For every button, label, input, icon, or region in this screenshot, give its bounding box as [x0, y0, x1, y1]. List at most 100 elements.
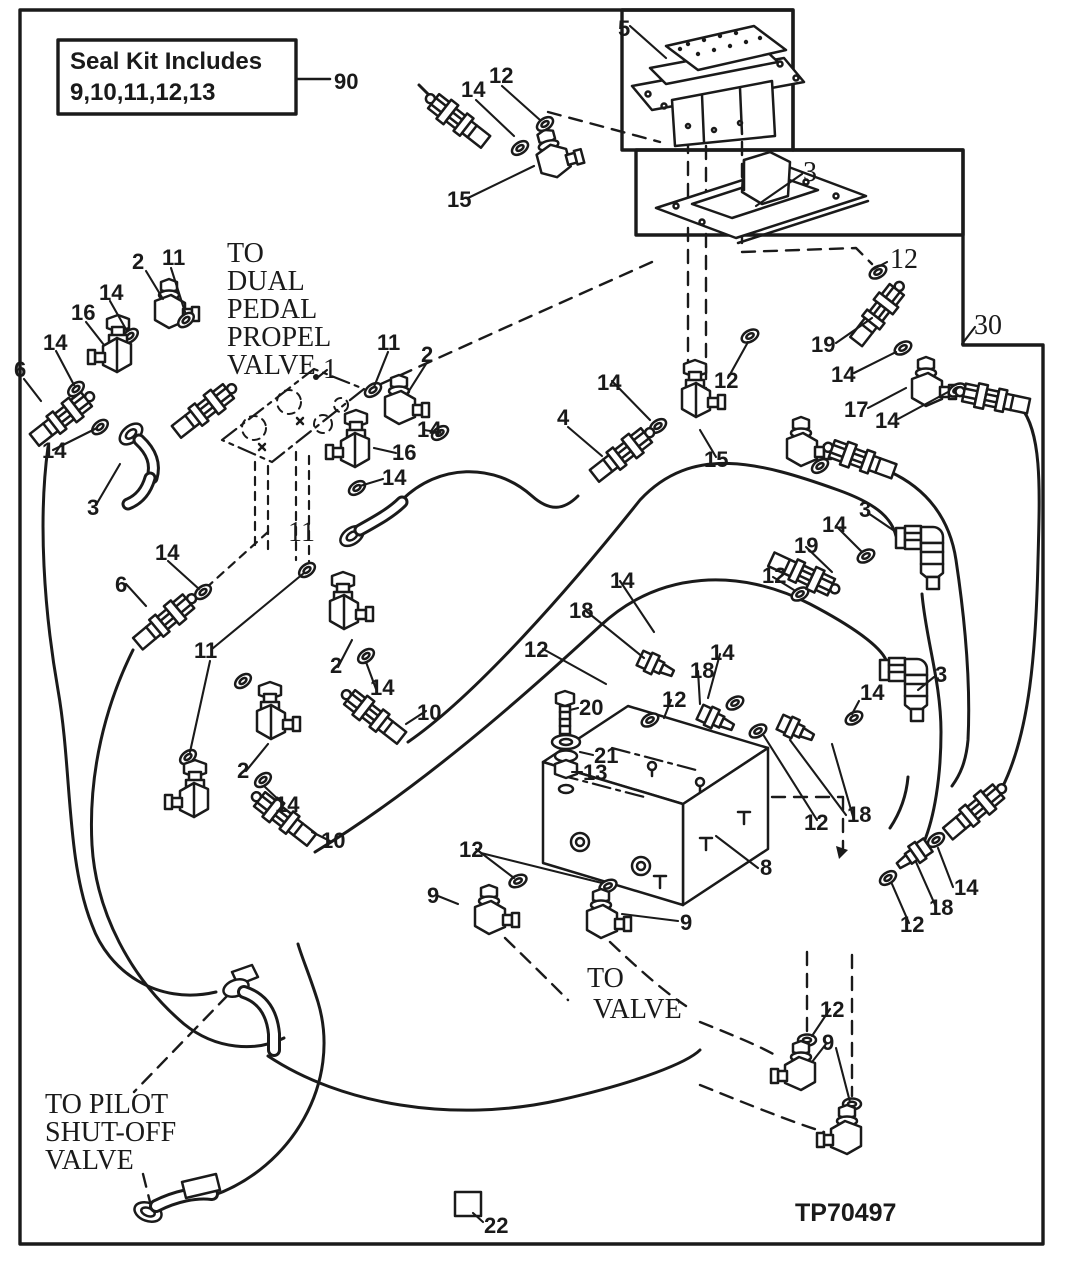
- callout-13: 13: [583, 760, 607, 785]
- pedal-grip-dots: [677, 30, 763, 57]
- callout-14: 14: [610, 568, 635, 593]
- tee-fitting-16: [324, 408, 371, 469]
- elbow-hose-S: [339, 495, 409, 548]
- callout-14: 14: [370, 675, 395, 700]
- callout-8: 8: [760, 855, 772, 880]
- callout-16: 16: [71, 300, 95, 325]
- callout-14: 14: [417, 417, 442, 442]
- callout-9: 9: [822, 1030, 834, 1055]
- callout-2: 2: [330, 653, 342, 678]
- leader-lines: [22, 24, 977, 1224]
- callout-14: 14: [860, 680, 885, 705]
- callout-12: 12: [524, 637, 548, 662]
- o-ring: [231, 669, 255, 693]
- propel-valve-plate-phantom: [220, 367, 366, 464]
- callout-19: 19: [811, 332, 835, 357]
- callout-5: 5: [618, 16, 630, 41]
- callout-6: 6: [115, 572, 127, 597]
- callout-20: 20: [579, 695, 603, 720]
- o-ring: [345, 477, 369, 499]
- callout-14: 14: [831, 362, 856, 387]
- callout-21: 21: [594, 743, 618, 768]
- seal-kit-callout: 90: [334, 69, 358, 94]
- callout-12: 12: [820, 997, 844, 1022]
- callout-11: 11: [377, 330, 400, 355]
- o-ring: [508, 137, 532, 159]
- callout-10: 10: [417, 700, 441, 725]
- fitting-hose-end: [818, 433, 900, 484]
- callout-14: 14: [382, 465, 407, 490]
- seal-kit-note: Seal Kit Includes 9,10,11,12,13 90: [56, 38, 358, 116]
- callout-14: 14: [875, 408, 900, 433]
- callout-11: 11: [288, 517, 315, 548]
- callout-3: 3: [87, 495, 99, 520]
- callout-14: 14: [43, 330, 68, 355]
- seal-kit-line1: Seal Kit Includes: [70, 48, 262, 75]
- to-pilot-line3: VALVE: [45, 1145, 134, 1176]
- callout-3: 3: [859, 497, 871, 522]
- callout-10: 10: [321, 828, 345, 853]
- o-ring: [738, 325, 762, 347]
- to-dual-pedal-line5: VALVE: [227, 350, 316, 381]
- callout-12: 12: [900, 912, 924, 937]
- tee-fitting-2: [163, 758, 210, 819]
- callout-3: 3: [803, 157, 817, 188]
- callout-16: 16: [392, 440, 416, 465]
- elbow-fitting-9: [473, 883, 521, 936]
- to-pilot-line2: SHUT-OFF: [45, 1117, 176, 1148]
- callout-6: 6: [14, 357, 26, 382]
- elbow-fitting-9: [769, 1039, 817, 1092]
- hoses: [41, 83, 1041, 1198]
- callout-3: 3: [935, 662, 947, 687]
- routing-dashed: [132, 110, 874, 1204]
- callout-11: 11: [194, 638, 217, 663]
- callout-14: 14: [597, 370, 622, 395]
- callout-12: 12: [890, 244, 918, 275]
- callout-12: 12: [662, 687, 686, 712]
- elbow-hose-pilot: [133, 1172, 222, 1223]
- callout-14: 14: [99, 280, 124, 305]
- o-ring: [876, 867, 900, 889]
- callout-22: 22: [484, 1213, 508, 1238]
- orifice-fitting-18: [774, 711, 819, 748]
- to-valve-line2: VALVE: [593, 994, 682, 1025]
- callout-18: 18: [569, 598, 593, 623]
- callout-14: 14: [954, 875, 979, 900]
- o-ring: [88, 415, 112, 439]
- fitting-hose-end-6: [128, 585, 204, 655]
- to-dual-pedal-line1: TO: [227, 238, 264, 269]
- orifice-fitting-18: [634, 647, 679, 684]
- o-ring: [361, 379, 385, 401]
- to-dual-pedal-line4: PROPEL: [227, 322, 331, 353]
- callout-4: 4: [557, 405, 570, 430]
- fittings: [25, 85, 1033, 1223]
- valve-block: [541, 704, 770, 907]
- callout-12: 12: [804, 810, 828, 835]
- callout-12: 12: [459, 837, 483, 862]
- orifice-fitting-18: [891, 835, 935, 876]
- o-ring: [251, 768, 275, 792]
- tee-fitting-2: [328, 570, 375, 631]
- to-pilot-line1: TO PILOT: [45, 1089, 168, 1120]
- o-ring: [891, 337, 915, 359]
- callout-18: 18: [929, 895, 953, 920]
- callout-14: 14: [461, 77, 486, 102]
- pedal-assembly: [630, 24, 806, 148]
- to-dual-pedal-line3: PEDAL: [227, 294, 317, 325]
- callout-9: 9: [427, 883, 439, 908]
- figure-part-number: TP70497: [795, 1199, 896, 1227]
- callout-30: 30: [974, 310, 1002, 341]
- callout-19: 19: [794, 533, 818, 558]
- callout-2: 2: [421, 342, 433, 367]
- callout-12: 12: [489, 63, 513, 88]
- to-valve-line1: TO: [587, 963, 624, 994]
- o-ring: [866, 261, 890, 283]
- fitting-hose-end: [951, 377, 1033, 420]
- callout-2: 2: [132, 249, 144, 274]
- callout-18: 18: [847, 802, 871, 827]
- callout-2: 2: [237, 758, 249, 783]
- elbow-fitting-9: [815, 1103, 863, 1156]
- elbow-hose-bottom-left: [222, 963, 281, 1057]
